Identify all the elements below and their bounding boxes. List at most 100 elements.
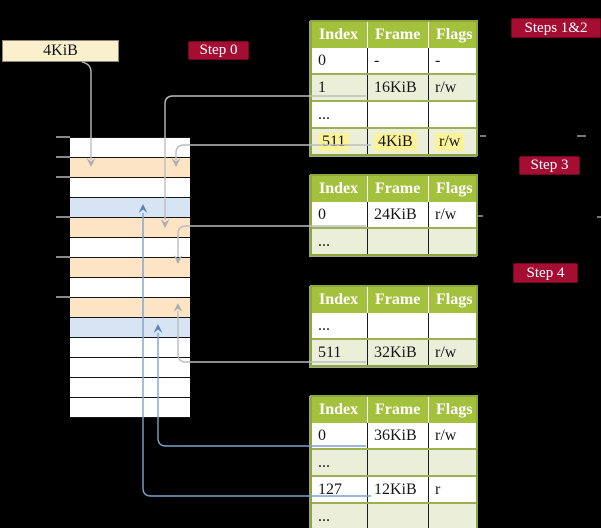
column-header-flags: Flags <box>436 401 473 418</box>
reference-dash <box>478 215 483 217</box>
memory-tick <box>56 256 70 258</box>
index-cell: 0 <box>312 48 368 73</box>
column-header-frame: Frame <box>368 22 429 48</box>
page-table-step-3: Index Frame Flags 0 24KiB r/w ... <box>310 174 478 256</box>
memory-frame-row <box>70 238 190 258</box>
table-row: ... <box>312 227 476 254</box>
cell-value: r/w <box>435 426 457 444</box>
flags-cell: r/w <box>429 75 476 100</box>
reference-dash <box>597 216 601 218</box>
frame-cell: 12KiB <box>368 477 429 502</box>
cell-value: 32KiB <box>374 343 417 361</box>
memory-frame-row <box>70 398 190 418</box>
column-header-frame: Frame <box>368 176 429 202</box>
flags-cell: r/w <box>429 340 476 365</box>
memory-frame-row <box>70 318 190 338</box>
table-row: 127 12KiB r <box>312 475 476 502</box>
column-header-index: Index <box>312 397 368 423</box>
frame-cell <box>368 229 429 254</box>
root-pointer-box: 4KiB <box>2 40 119 62</box>
cell-value: - <box>374 51 380 69</box>
flags-cell: - <box>429 48 476 73</box>
cell-value: ... <box>318 105 330 123</box>
frame-cell: 36KiB <box>368 423 429 448</box>
index-cell: 0 <box>312 202 368 227</box>
step-3-label: Step 3 <box>519 156 580 175</box>
column-header-frame: Frame <box>368 397 429 423</box>
memory-frame-row <box>70 158 190 178</box>
step-4-label: Step 4 <box>513 263 578 283</box>
physical-memory-stack <box>70 137 190 418</box>
memory-frame-row <box>70 298 190 318</box>
column-header-flags: Flags <box>436 26 473 43</box>
cell-value: - <box>435 51 441 69</box>
cell-value: 4KiB <box>374 132 417 151</box>
cell-value: ... <box>318 453 330 471</box>
memory-frame-row <box>70 278 190 298</box>
frame-cell: 16KiB <box>368 75 429 100</box>
flags-cell <box>429 450 476 475</box>
reference-dash <box>480 135 486 137</box>
cell-value: 0 <box>318 51 326 69</box>
flags-cell: r <box>429 477 476 502</box>
memory-tick <box>56 216 70 218</box>
flags-cell: r/w <box>429 423 476 448</box>
memory-tick <box>56 156 70 158</box>
cell-value: 36KiB <box>374 426 417 444</box>
frame-cell <box>368 450 429 475</box>
index-cell: ... <box>312 313 368 338</box>
page-table-step-4: Index Frame Flags ... 511 32KiB r/w <box>310 285 478 367</box>
index-cell: 0 <box>312 423 368 448</box>
flags-cell <box>429 229 476 254</box>
flags-cell <box>429 313 476 338</box>
frame-cell: 4KiB <box>368 129 429 154</box>
cell-value: r/w <box>435 132 465 151</box>
frame-cell <box>368 313 429 338</box>
memory-frame-row <box>70 338 190 358</box>
index-cell: 511 <box>312 129 368 154</box>
table-row: ... <box>312 100 476 127</box>
index-cell: 127 <box>312 477 368 502</box>
cell-value: ... <box>318 232 330 250</box>
steps-1-2-label: Steps 1&2 <box>511 18 601 38</box>
cell-value: 511 <box>318 343 342 361</box>
index-cell: 511 <box>312 340 368 365</box>
frame-cell <box>368 504 429 528</box>
page-table-leaf: Index Frame Flags 0 36KiB r/w ... 127 12… <box>310 395 478 528</box>
table-row: ... <box>312 448 476 475</box>
memory-tick <box>56 176 70 178</box>
table-row: 0 36KiB r/w <box>312 423 476 448</box>
column-header-frame: Frame <box>368 287 429 313</box>
page-table-steps-1-2: Index Frame Flags 0 - - 1 16KiB r/w ... … <box>310 20 478 156</box>
flags-cell: r/w <box>429 129 476 154</box>
cell-value: r/w <box>435 78 457 96</box>
index-cell: 1 <box>312 75 368 100</box>
cell-value: r/w <box>435 205 457 223</box>
table-header-row: Index Frame Flags <box>312 22 476 48</box>
memory-frame-row <box>70 178 190 198</box>
index-cell: ... <box>312 102 368 127</box>
memory-frame-row <box>70 138 190 158</box>
table-row-highlighted: 511 4KiB r/w <box>312 127 476 154</box>
table-header-row: Index Frame Flags <box>312 176 476 202</box>
frame-cell <box>368 102 429 127</box>
column-header-index: Index <box>312 22 368 48</box>
index-cell: ... <box>312 450 368 475</box>
table-row: 1 16KiB r/w <box>312 73 476 100</box>
memory-frame-row <box>70 378 190 398</box>
frame-cell: 24KiB <box>368 202 429 227</box>
memory-frame-row <box>70 258 190 278</box>
column-header-flags: Flags <box>436 180 473 197</box>
frame-cell: 32KiB <box>368 340 429 365</box>
index-cell: ... <box>312 229 368 254</box>
index-cell: ... <box>312 504 368 528</box>
memory-tick <box>56 296 70 298</box>
column-header-index: Index <box>312 287 368 313</box>
memory-frame-row <box>70 218 190 238</box>
cell-value: 0 <box>318 205 326 223</box>
frame-cell: - <box>368 48 429 73</box>
table-row: ... <box>312 313 476 338</box>
cell-value: 24KiB <box>374 205 417 223</box>
cell-value: 12KiB <box>374 480 417 498</box>
